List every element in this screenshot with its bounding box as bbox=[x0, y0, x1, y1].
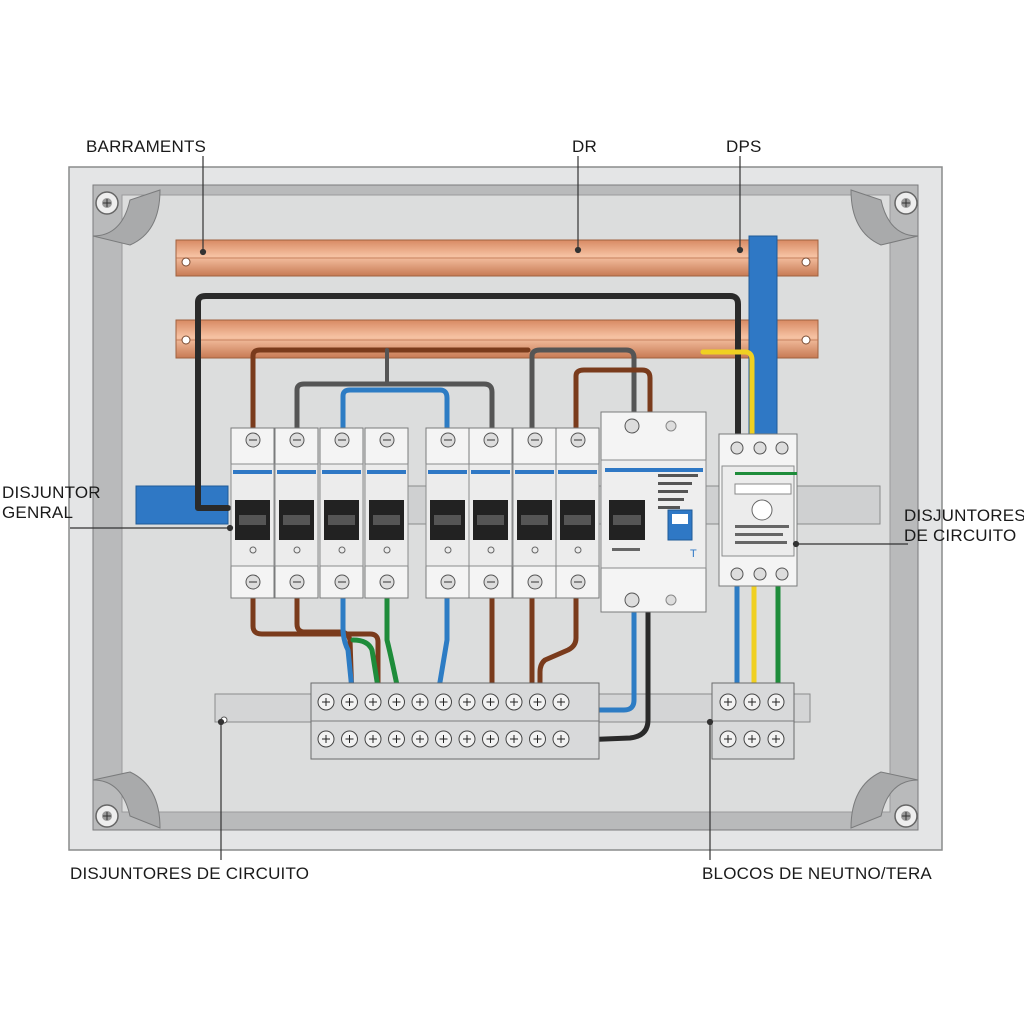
terminal-screw-icon bbox=[341, 693, 358, 711]
terminal-screw-icon bbox=[388, 730, 405, 748]
terminal-screw-icon bbox=[767, 730, 785, 748]
screw-icon bbox=[894, 191, 918, 215]
screw-icon bbox=[95, 191, 119, 215]
breaker-module bbox=[319, 427, 364, 599]
terminal-screw-icon bbox=[317, 730, 335, 748]
screw-icon bbox=[894, 804, 918, 828]
label-rcd: DR bbox=[572, 137, 597, 156]
breaker-module bbox=[230, 427, 275, 599]
rcd-device: T bbox=[600, 411, 707, 613]
label-circuit-breakers-right-line1: DISJUNTORES bbox=[904, 506, 1024, 525]
spd-device bbox=[718, 433, 798, 587]
terminal-screw-icon bbox=[341, 730, 358, 748]
breaker-module bbox=[364, 427, 409, 599]
breaker-module bbox=[274, 427, 319, 599]
terminal-screw-icon bbox=[719, 693, 737, 711]
breaker-module bbox=[425, 427, 470, 599]
busbar-top bbox=[175, 239, 819, 277]
label-main-breaker-line2: GENRAL bbox=[2, 502, 74, 522]
terminal-screw-icon bbox=[552, 730, 570, 748]
label-main-breaker-line1: DISJUNTOR bbox=[2, 483, 101, 502]
label-spd: DPS bbox=[726, 137, 762, 156]
svg-text:T: T bbox=[690, 548, 697, 560]
neutral-terminal-block bbox=[310, 682, 600, 760]
label-circuit-breakers-right-line2: DE CIRCUITO bbox=[904, 525, 1017, 545]
label-main-breaker: DISJUNTOR GENRAL bbox=[2, 483, 101, 522]
terminal-screw-icon bbox=[458, 730, 476, 748]
breaker-module bbox=[468, 427, 513, 599]
terminal-screw-icon bbox=[719, 730, 737, 748]
label-circuit-breakers-bottom: DISJUNTORES DE CIRCUITO bbox=[70, 864, 310, 883]
label-neutral-ground-blocks: BLOCOS DE NEUTNO/TERA bbox=[702, 864, 932, 883]
ground-terminal-block bbox=[711, 682, 795, 760]
breaker-module bbox=[512, 427, 557, 599]
terminal-screw-icon bbox=[458, 693, 476, 711]
terminal-screw-icon bbox=[364, 730, 382, 748]
terminal-screw-icon bbox=[435, 730, 452, 748]
terminal-screw-icon bbox=[317, 693, 335, 711]
terminal-screw-icon bbox=[388, 693, 405, 711]
wiring bbox=[195, 293, 781, 743]
breaker-module bbox=[555, 427, 600, 599]
leader-lines bbox=[70, 156, 908, 860]
terminal-screw-icon bbox=[529, 693, 546, 711]
terminal-screw-icon bbox=[505, 693, 523, 711]
terminal-screw-icon bbox=[529, 730, 546, 748]
corner-screws bbox=[95, 191, 918, 828]
label-circuit-breakers-right: DISJUNTORES DE CIRCUITO bbox=[904, 506, 1024, 545]
screw-icon bbox=[95, 804, 119, 828]
terminal-screw-icon bbox=[552, 693, 570, 711]
terminal-screw-icon bbox=[435, 693, 452, 711]
terminal-screw-icon bbox=[743, 730, 761, 748]
terminal-screw-icon bbox=[411, 730, 429, 748]
terminal-screw-icon bbox=[767, 693, 785, 711]
terminal-screw-icon bbox=[482, 730, 499, 748]
terminal-screw-icon bbox=[482, 693, 499, 711]
circuit-breakers bbox=[230, 427, 600, 599]
terminal-screw-icon bbox=[411, 693, 429, 711]
label-busbars: BARRAMENTS bbox=[86, 137, 207, 156]
terminal-screw-icon bbox=[505, 730, 523, 748]
terminal-screw-icon bbox=[364, 693, 382, 711]
terminal-screw-icon bbox=[743, 693, 761, 711]
